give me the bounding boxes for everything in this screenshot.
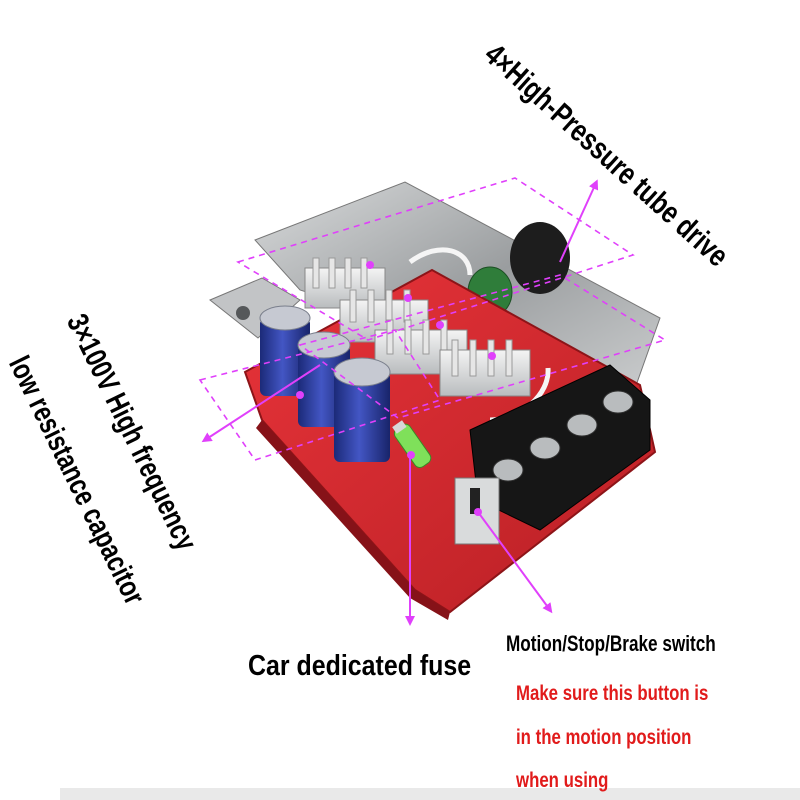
capacitor-arrow xyxy=(201,364,321,443)
annotation-overlay xyxy=(198,177,667,461)
terminal-screw-2 xyxy=(529,436,561,460)
terminal-block xyxy=(469,364,651,531)
heatsink-group xyxy=(304,257,531,397)
switch-arrow xyxy=(477,511,553,614)
pcb-edge xyxy=(256,420,450,620)
white-wire xyxy=(408,247,473,276)
warning-line: Make sure this button is xyxy=(516,682,709,705)
terminal-screw-1 xyxy=(492,458,524,482)
terminal-screw-4 xyxy=(602,390,634,414)
fuse-label: Car dedicated fuse xyxy=(248,650,472,682)
steel-mount-tab xyxy=(209,277,301,339)
fuse xyxy=(392,420,432,468)
capacitor-box xyxy=(198,329,442,461)
switch-label: Motion/Stop/Brake switch xyxy=(506,631,716,656)
capacitor-1 xyxy=(259,305,311,396)
warning-line: in the motion position xyxy=(516,726,692,749)
annotation-arrows xyxy=(201,179,599,626)
warning-line: when using xyxy=(516,769,609,792)
capacitor-3 xyxy=(333,357,391,462)
mount-screw xyxy=(236,306,250,320)
bottom-strip xyxy=(60,788,800,800)
tube-drive-box xyxy=(236,177,635,341)
annotation-dots xyxy=(296,261,496,516)
tube-arrow xyxy=(559,179,599,263)
tube-drive-box-2 xyxy=(298,274,667,419)
terminal-screw-3 xyxy=(566,413,598,437)
